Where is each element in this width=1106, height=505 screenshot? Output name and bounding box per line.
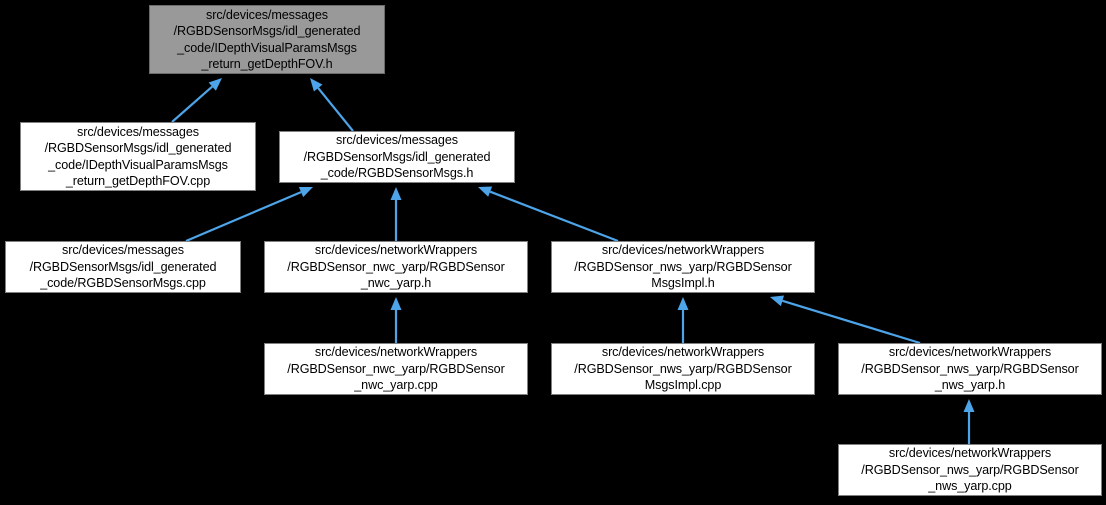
graph-node[interactable]: src/devices/networkWrappers /RGBDSensor_…	[264, 241, 528, 293]
graph-node[interactable]: src/devices/networkWrappers /RGBDSensor_…	[838, 343, 1102, 395]
graph-node[interactable]: src/devices/networkWrappers /RGBDSensor_…	[551, 241, 815, 293]
graph-node-label: src/devices/messages /RGBDSensorMsgs/idl…	[173, 7, 361, 72]
graph-node-label: src/devices/networkWrappers /RGBDSensor_…	[287, 345, 505, 393]
graph-edge-line	[171, 85, 213, 123]
graph-node-label: src/devices/messages /RGBDSensorMsgs/idl…	[44, 124, 232, 189]
graph-edge-arrowhead	[208, 78, 222, 91]
graph-node-label: src/devices/networkWrappers /RGBDSensor_…	[861, 446, 1079, 494]
graph-node[interactable]: src/devices/networkWrappers /RGBDSensor_…	[838, 444, 1102, 496]
graph-edge-arrowhead	[390, 297, 402, 310]
graph-node-label: src/devices/messages /RGBDSensorMsgs/idl…	[29, 243, 217, 291]
graph-node[interactable]: src/devices/networkWrappers /RGBDSensor_…	[551, 343, 815, 395]
graph-edge-line	[317, 87, 354, 132]
graph-node[interactable]: src/devices/messages /RGBDSensorMsgs/idl…	[20, 122, 256, 191]
graph-edge-line	[489, 190, 619, 243]
graph-edge-arrowhead	[963, 399, 975, 412]
graph-node-label: src/devices/messages /RGBDSensorMsgs/idl…	[303, 133, 491, 181]
graph-node[interactable]: src/devices/messages /RGBDSensorMsgs/idl…	[5, 241, 241, 293]
graph-node-label: src/devices/networkWrappers /RGBDSensor_…	[287, 243, 505, 291]
graph-edge-arrowhead	[677, 297, 689, 310]
graph-node-label: src/devices/networkWrappers /RGBDSensor_…	[574, 345, 792, 393]
graph-node[interactable]: src/devices/networkWrappers /RGBDSensor_…	[264, 343, 528, 395]
graph-node-label: src/devices/networkWrappers /RGBDSensor_…	[861, 345, 1079, 393]
graph-edge-arrowhead	[478, 186, 493, 197]
graph-node[interactable]: src/devices/messages /RGBDSensorMsgs/idl…	[279, 131, 515, 183]
graph-edge-line	[782, 299, 921, 345]
graph-edge-arrowhead	[298, 187, 313, 198]
graph-edge-arrowhead	[770, 295, 785, 307]
graph-edge-arrowhead	[390, 187, 402, 200]
graph-node-root[interactable]: src/devices/messages /RGBDSensorMsgs/idl…	[149, 5, 385, 74]
graph-edge-arrowhead	[310, 78, 323, 92]
graph-node-label: src/devices/networkWrappers /RGBDSensor_…	[574, 243, 792, 291]
graph-edge-line	[185, 191, 302, 243]
